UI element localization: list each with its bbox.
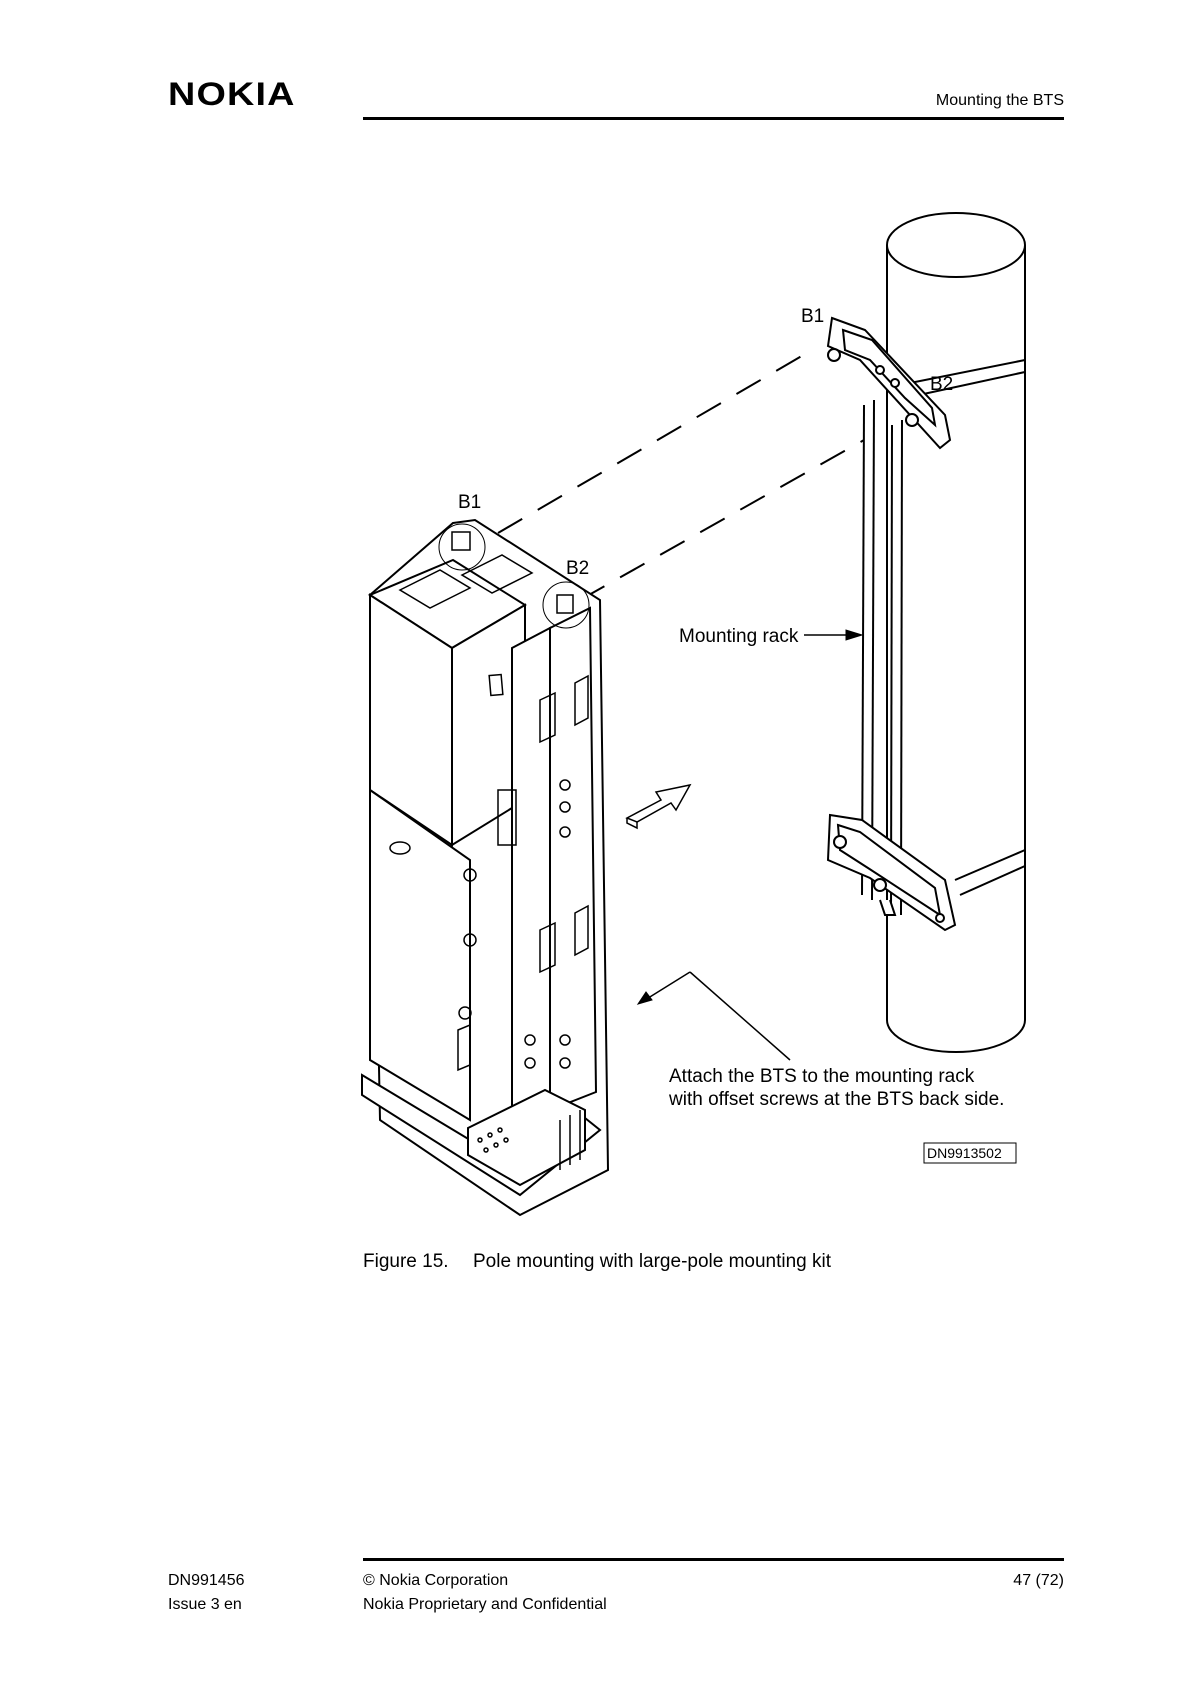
- label-mounting-rack: Mounting rack: [679, 626, 799, 647]
- caption-text: Pole mounting with large-pole mounting k…: [473, 1251, 831, 1272]
- confidentiality: Nokia Proprietary and Confidential: [363, 1593, 607, 1617]
- figure-caption: Figure 15.Pole mounting with large-pole …: [363, 1251, 831, 1273]
- drawing-id: DN9913502: [927, 1145, 1002, 1161]
- page-number: 47 (72): [1013, 1569, 1064, 1593]
- bts-unit: [362, 520, 608, 1215]
- issue: Issue 3 en: [168, 1593, 245, 1617]
- label-b2-bts: B2: [566, 558, 589, 579]
- caption-number: Figure 15.: [363, 1251, 473, 1273]
- footer-doc-info: DN991456 Issue 3 en: [168, 1569, 245, 1617]
- doc-number: DN991456: [168, 1569, 245, 1593]
- footer-company: © Nokia Corporation Nokia Proprietary an…: [363, 1569, 607, 1617]
- instruction-line-2: with offset screws at the BTS back side.: [668, 1089, 1004, 1110]
- direction-arrow: [627, 785, 690, 822]
- footer-rule: [363, 1558, 1064, 1561]
- label-b1-rack: B1: [801, 306, 824, 327]
- copyright: © Nokia Corporation: [363, 1569, 607, 1593]
- alignment-dashes: [498, 350, 864, 600]
- instruction-line-1: Attach the BTS to the mounting rack: [669, 1066, 975, 1087]
- label-b1-bts: B1: [458, 492, 481, 513]
- label-b2-rack: B2: [930, 374, 953, 395]
- pole: [887, 213, 1025, 1052]
